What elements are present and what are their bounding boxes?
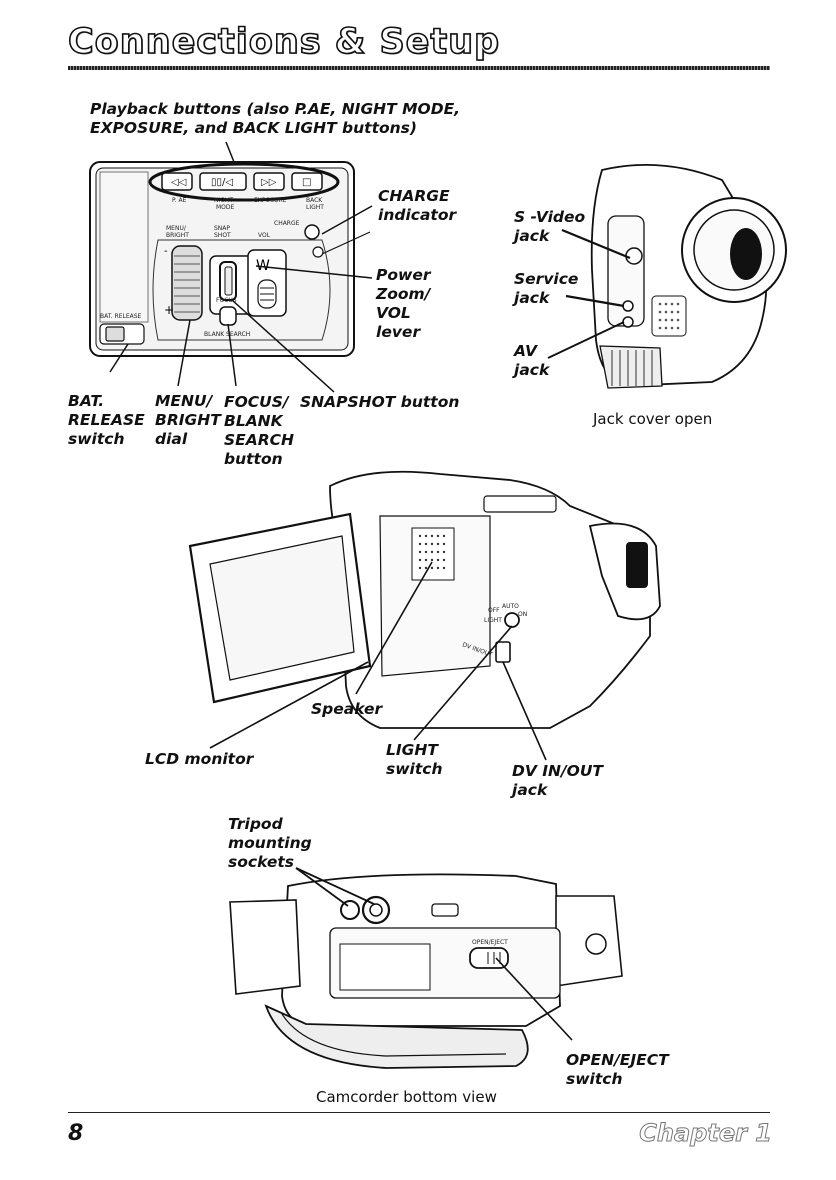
side-view-illustration: OFF AUTO ON LIGHT DV IN/OUT (188, 470, 661, 761)
control-panel-illustration: ◁◁ ▯▯/◁ ▷▷ □ P. AE NIGHT MODE EXPOSURE B… (89, 141, 373, 393)
footer-rule (68, 1112, 770, 1113)
tripod-sockets-label: Tripod mounting sockets (228, 815, 312, 871)
bat-release-text: BAT. RELEASE (100, 313, 142, 320)
section-title: Connections & Setup (67, 21, 501, 63)
svg-text:-: - (164, 246, 168, 257)
pae-button[interactable] (161, 172, 193, 191)
svg-text:MENU/: MENU/ (166, 225, 187, 232)
charge-indicator-light (304, 224, 320, 240)
svg-text:+: + (164, 303, 174, 317)
fast-forward-icon: ▷▷ (261, 177, 277, 188)
rewind-icon: ◁◁ (171, 177, 187, 188)
play-pause-icon: ▯▯/◁ (211, 177, 233, 188)
night-mode-button[interactable] (199, 172, 247, 191)
exposure-text: EXPOSURE (254, 197, 287, 204)
av-jack-label: AV jack (514, 342, 550, 379)
focus-text: FOCUS (216, 297, 237, 304)
bottom-view-caption: Camcorder bottom view (316, 1088, 497, 1106)
svg-text:AUTO: AUTO (502, 603, 519, 610)
svg-text:LIGHT: LIGHT (306, 204, 324, 211)
power-zoom-vol-label: Power Zoom/ VOL lever (376, 266, 431, 341)
lens-icon (730, 228, 762, 280)
bat-release-switch[interactable] (105, 326, 125, 342)
page-number: 8 (68, 1121, 84, 1146)
vol-text: VOL (258, 232, 271, 239)
charge-indicator-label: CHARGE indicator (378, 187, 457, 224)
chapter-label: Chapter 1 (639, 1119, 773, 1148)
svideo-jack-label: S -Video jack (514, 208, 586, 245)
focus-blank-search-button[interactable] (219, 306, 237, 326)
svg-text:SNAP: SNAP (214, 225, 230, 232)
jack-panel-illustration (547, 163, 787, 389)
charge-text: CHARGE (274, 220, 300, 227)
svg-text:LIGHT: LIGHT (484, 617, 502, 624)
lcd-screen (209, 535, 355, 681)
blank-search-text: BLANK SEARCH (204, 331, 250, 338)
stop-icon: □ (302, 177, 311, 188)
open-eject-switch[interactable] (469, 947, 509, 969)
dv-inout-jack[interactable] (495, 641, 511, 663)
tripod-socket-small (340, 900, 360, 920)
svg-text:SHOT: SHOT (214, 232, 231, 239)
av-jack[interactable] (622, 316, 634, 328)
svideo-jack[interactable] (625, 247, 643, 265)
viewfinder-icon (626, 542, 648, 588)
menu-bright-dial[interactable] (171, 245, 203, 321)
svg-text:BRIGHT: BRIGHT (166, 232, 189, 239)
svg-text:MODE: MODE (216, 204, 235, 211)
back-light-text: BACK (306, 197, 323, 204)
bat-release-label: BAT. RELEASE switch (68, 392, 145, 448)
svg-text:OPEN/EJECT: OPEN/EJECT (472, 939, 508, 946)
speaker-label: Speaker (311, 700, 383, 718)
playback-buttons-label: Playback buttons (also P.AE, NIGHT MODE,… (90, 100, 461, 137)
svg-text:ON: ON (518, 611, 527, 618)
pae-text: P. AE (172, 197, 187, 204)
night-mode-text: NIGHT (214, 197, 233, 204)
service-jack[interactable] (622, 300, 634, 312)
header-rule (68, 66, 770, 70)
focus-blank-search-label: FOCUS/ BLANK SEARCH button (224, 393, 295, 468)
open-eject-label: OPEN/EJECT switch (566, 1051, 669, 1088)
service-jack-label: Service jack (514, 270, 579, 307)
bottom-view-illustration: OPEN/EJECT (229, 867, 623, 1069)
exposure-button[interactable] (253, 172, 285, 191)
light-switch[interactable] (504, 612, 520, 628)
light-switch-label: LIGHT switch (386, 741, 443, 778)
svg-text:OFF: OFF (488, 607, 500, 614)
dv-inout-label: DV IN/OUT jack (512, 762, 603, 799)
snapshot-label: SNAPSHOT button (300, 393, 460, 411)
jack-cover-caption: Jack cover open (593, 410, 713, 428)
menu-bright-label: MENU/ BRIGHT dial (155, 392, 221, 448)
back-light-button[interactable] (291, 172, 323, 191)
lcd-monitor-label: LCD monitor (145, 750, 254, 768)
speaker-grille (411, 527, 455, 581)
